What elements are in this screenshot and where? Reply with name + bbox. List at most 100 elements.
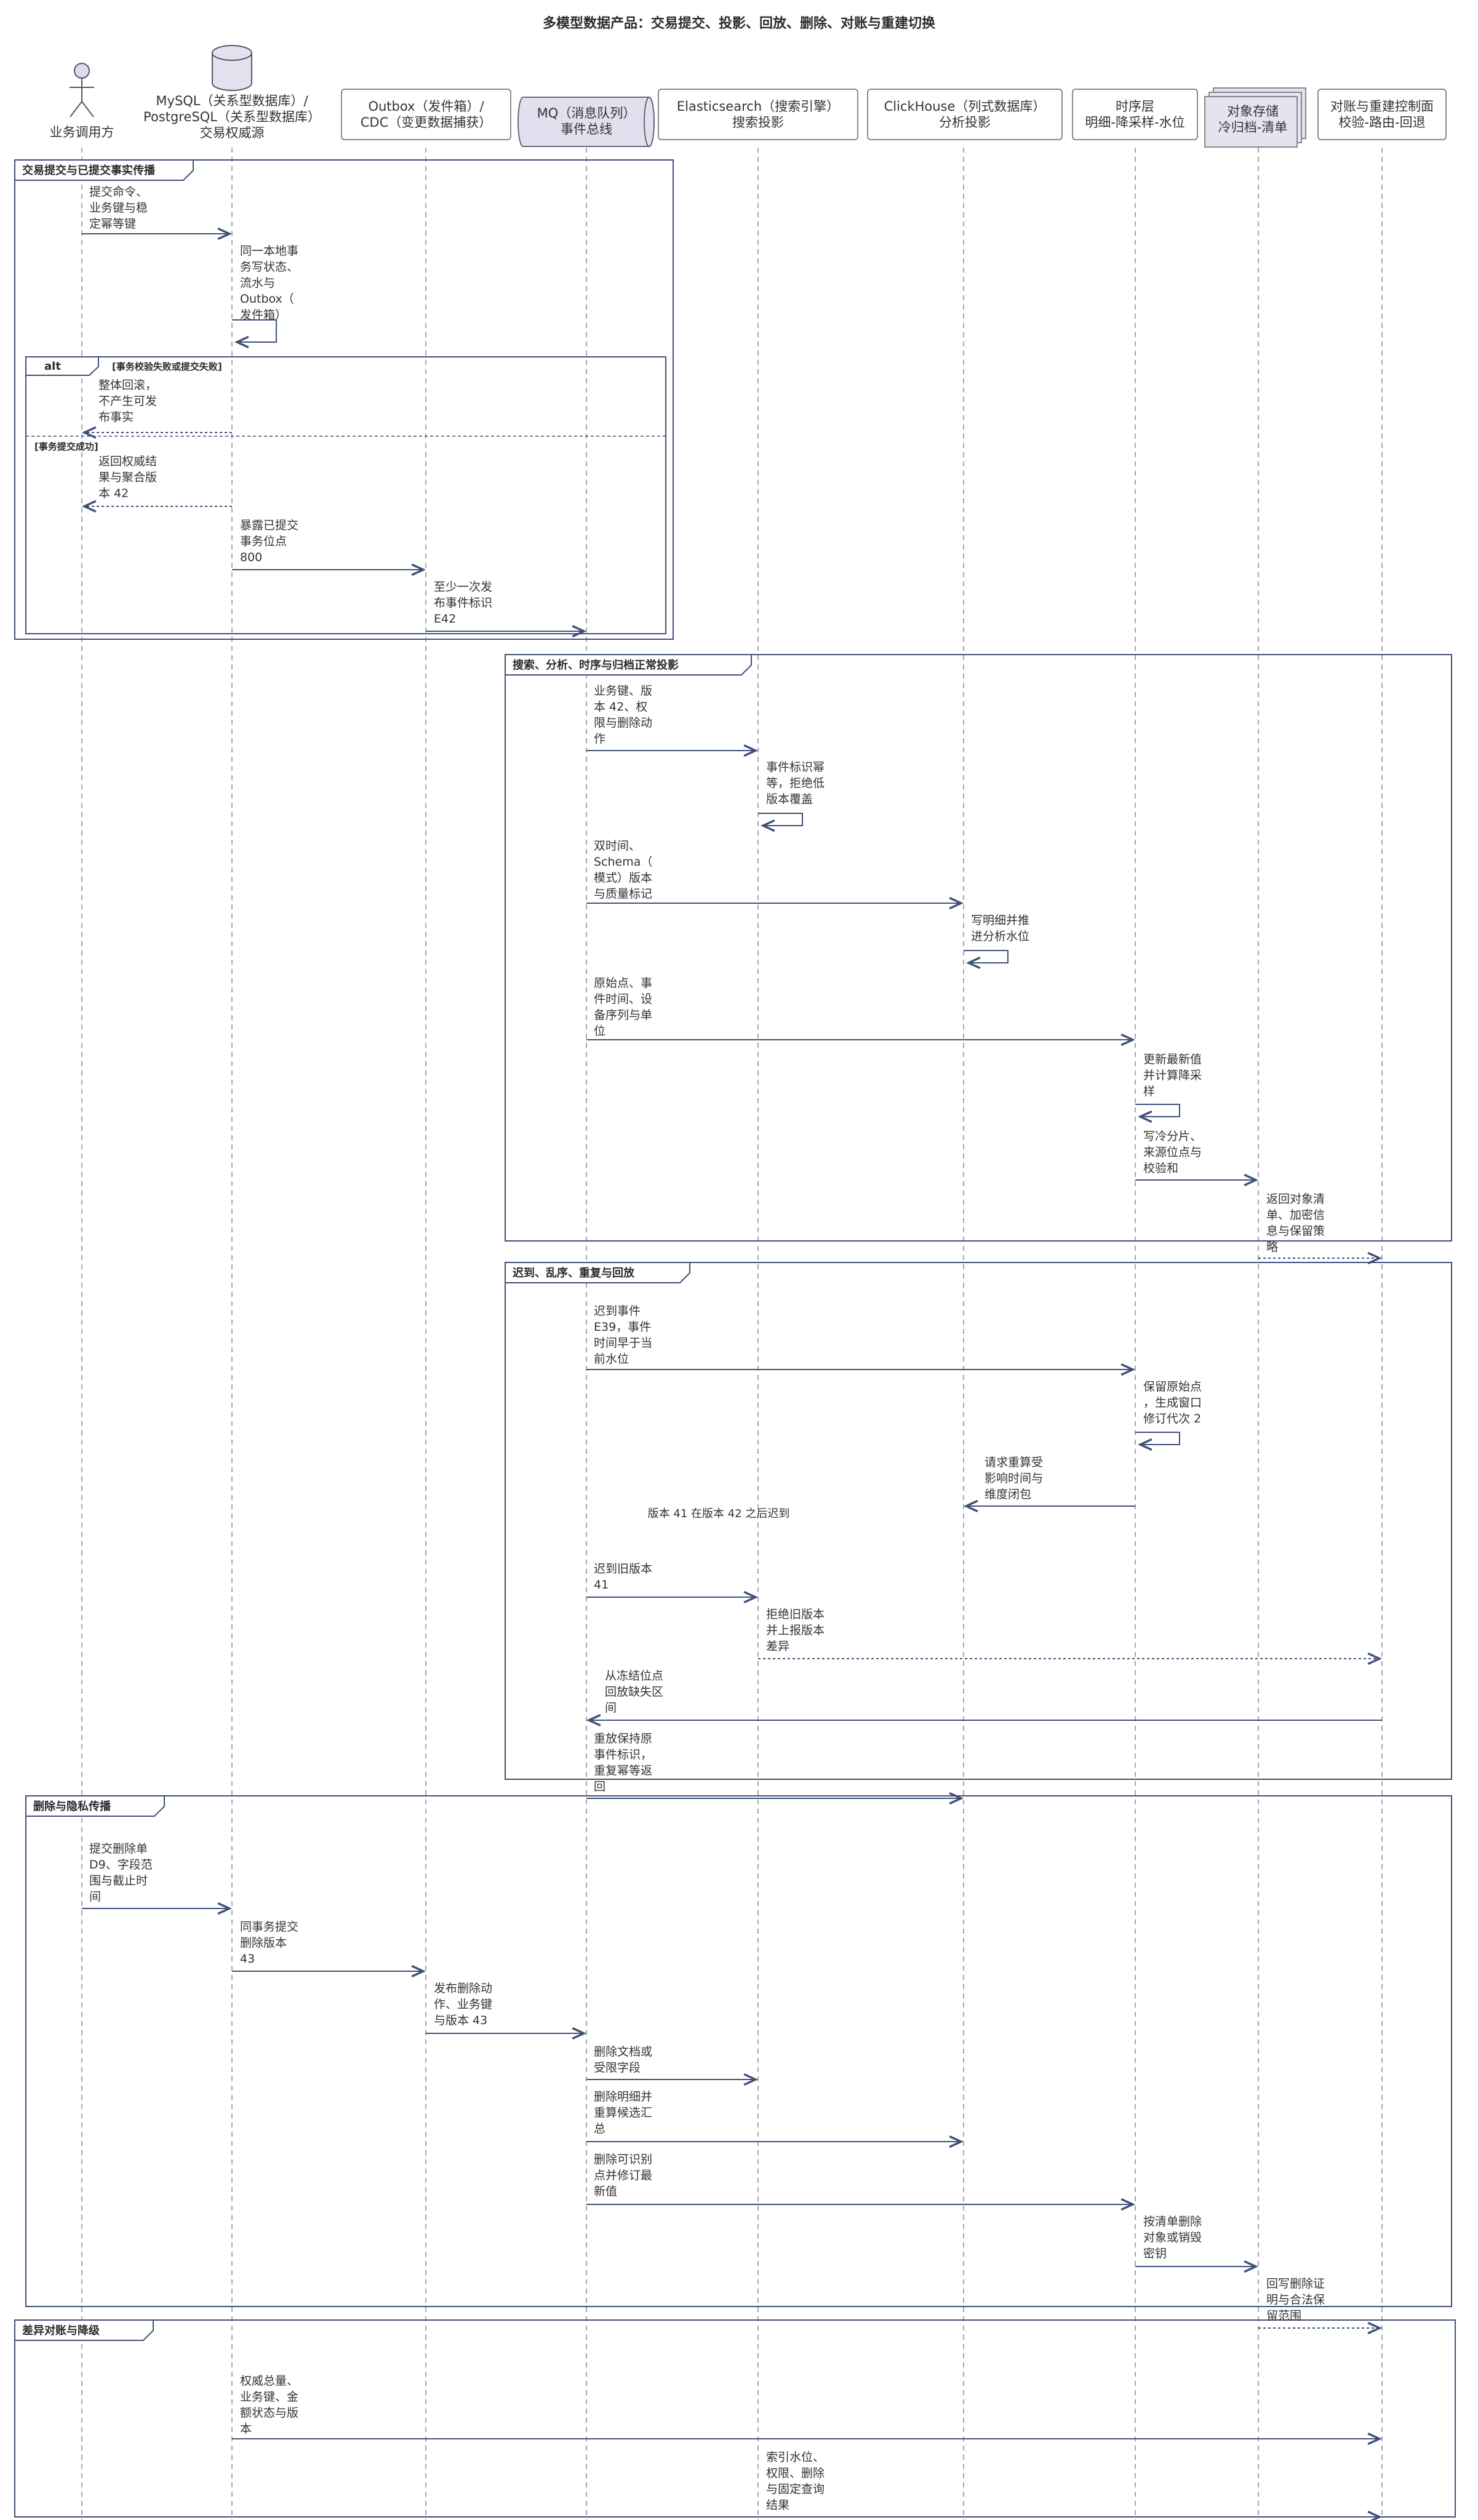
message-label-line: 并计算降采 xyxy=(1143,1069,1202,1082)
message-label-line: 拒绝旧版本 xyxy=(766,1608,825,1621)
message-label: 返回对象清单、加密信息与保留策略 xyxy=(1266,1192,1325,1254)
database-icon xyxy=(212,53,252,91)
participant-label-line: 搜索投影 xyxy=(732,115,784,130)
message-7: 业务键、版本 42、权限与删除动作 xyxy=(586,684,756,751)
message-label-line: 800 xyxy=(240,551,262,564)
message-label-line: 本 42 xyxy=(98,487,129,500)
participant-label: ClickHouse（列式数据库）分析投影 xyxy=(884,99,1046,130)
self-message-arrow xyxy=(1135,1104,1180,1117)
message-8: 事件标识幂等，拒绝低版本覆盖 xyxy=(758,760,825,826)
message-label-line: E42 xyxy=(434,612,456,626)
message-label: 按清单删除对象或销毁密钥 xyxy=(1143,2215,1202,2260)
message-11: 原始点、事件时间、设备序列与单位 xyxy=(586,976,1133,1040)
message-31: 索引水位、权限、删除与固定查询结果 xyxy=(758,2450,1380,2517)
message-20: 从冻结位点回放缺失区间 xyxy=(589,1669,1382,1720)
message-label-line: 提交命令、 xyxy=(89,185,148,199)
message-label-line: 至少一次发 xyxy=(434,580,492,594)
message-label-line: 作、业务键 xyxy=(434,1998,492,2011)
message-label: 双时间、Schema（模式）版本与质量标记 xyxy=(594,839,652,901)
participant-p3: MQ（消息队列）事件总线 xyxy=(517,97,655,147)
message-label-line: 迟到旧版本 xyxy=(594,1562,652,1576)
message-label-line: 双时间、 xyxy=(594,839,641,853)
participant-p8: 对账与重建控制面校验-路由-回退 xyxy=(1317,89,1447,140)
message-label-line: 布事件标识 xyxy=(434,596,492,610)
participant-label-line: Elasticsearch（搜索引擎） xyxy=(677,99,839,114)
message-label: 保留原始点，生成窗口修订代次 2 xyxy=(1143,1380,1202,1425)
message-label-line: 迟到事件 xyxy=(594,1304,641,1318)
message-label: 删除文档或受限字段 xyxy=(594,2045,652,2075)
participant-label-line: 校验-路由-回退 xyxy=(1338,115,1425,130)
message-label-line: 索引水位、 xyxy=(766,2450,825,2464)
message-label: 请求重算受影响时间与维度闭包 xyxy=(985,1456,1043,1501)
message-label-line: 围与截止时 xyxy=(89,1874,148,1888)
message-label-line: 原始点、事 xyxy=(594,976,652,990)
participant-label: 对账与重建控制面校验-路由-回退 xyxy=(1330,99,1434,130)
section-frame-4: 删除与隐私传播 xyxy=(25,1795,1452,2307)
message-label-line: 位 xyxy=(594,1024,605,1038)
participant-box xyxy=(867,89,1063,140)
message-25: 删除文档或受限字段 xyxy=(586,2045,756,2079)
message-label-line: 删除版本 xyxy=(240,1936,287,1950)
participant-label: 对象存储冷归档-清单 xyxy=(1218,104,1288,135)
participant-label: 时序层明细-降采样-水位 xyxy=(1085,99,1184,130)
message-label-line: 回写删除证 xyxy=(1266,2277,1325,2291)
message-14: 返回对象清单、加密信息与保留策略 xyxy=(1258,1192,1380,1258)
message-label-line: E39，事件 xyxy=(594,1320,651,1334)
message-label: 整体回滚，不产生可发布事实 xyxy=(98,378,157,424)
message-label-line: 事务位点 xyxy=(240,535,287,548)
section-frame-border xyxy=(14,2319,1456,2518)
message-label-line: 结果 xyxy=(766,2498,789,2512)
message-12: 更新最新值并计算降采样 xyxy=(1135,1053,1202,1117)
participant-label: MQ（消息队列）事件总线 xyxy=(537,106,636,137)
message-label: 原始点、事件时间、设备序列与单位 xyxy=(594,976,652,1038)
participant-box xyxy=(341,89,511,140)
message-label-line: 重放保持原 xyxy=(594,1732,652,1745)
participant-label-line: MQ（消息队列） xyxy=(537,106,636,121)
message-label-line: 受限字段 xyxy=(594,2061,641,2075)
participant-label-line: MySQL（关系型数据库）/ xyxy=(156,94,308,108)
participant-label-line: 冷归档-清单 xyxy=(1218,120,1288,135)
message-label-line: 与固定查询 xyxy=(766,2482,825,2496)
message-label-line: 总 xyxy=(594,2122,605,2135)
section-label: 差异对账与降级 xyxy=(22,2324,100,2337)
message-label: 业务键、版本 42、权限与删除动作 xyxy=(594,684,652,746)
message-28: 按清单删除对象或销毁密钥 xyxy=(1135,2215,1256,2267)
participant-label-line: 时序层 xyxy=(1116,99,1154,114)
section-tab xyxy=(14,159,194,181)
participant-p4: Elasticsearch（搜索引擎）搜索投影 xyxy=(658,89,858,140)
message-label-line: 密钥 xyxy=(1143,2247,1167,2260)
message-label-line: 间 xyxy=(605,1701,617,1715)
message-label-line: 发件箱） xyxy=(240,308,287,322)
participant-header-group: 业务调用方MySQL（关系型数据库）/PostgreSQL（关系型数据库）交易权… xyxy=(50,45,1447,148)
message-label-line: 发布删除动 xyxy=(434,1982,492,1995)
alt-guard-failure: [事务校验失败或提交失败] xyxy=(112,361,222,372)
message-label: 写冷分片、来源位点与校验和 xyxy=(1143,1130,1202,1175)
participant-label-line: 对象存储 xyxy=(1227,104,1279,119)
message-label-line: 更新最新值 xyxy=(1143,1053,1202,1066)
actor-leg-icon xyxy=(70,101,82,118)
message-label-line: 权限、删除 xyxy=(766,2466,825,2480)
section-frame-1: 交易提交与已提交事实传播 xyxy=(14,159,674,640)
message-label-line: 进分析水位 xyxy=(971,930,1029,943)
message-label-line: 回 xyxy=(594,1780,605,1793)
message-1: 提交命令、业务键与稳定幂等键 xyxy=(82,185,230,234)
message-label: 事件标识幂等，拒绝低版本覆盖 xyxy=(766,760,825,806)
section-frame-5: 差异对账与降级 xyxy=(14,2319,1456,2518)
message-26: 删除明细并重算候选汇总 xyxy=(586,2090,961,2142)
message-30: 权威总量、业务键、金额状态与版本 xyxy=(232,2374,1380,2439)
section-frame-border xyxy=(505,1262,1452,1780)
message-label-line: 与版本 43 xyxy=(434,2014,487,2027)
message-label-line: 修订代次 2 xyxy=(1143,1412,1201,1425)
message-label-line: 息与保留策 xyxy=(1266,1224,1325,1238)
section-label: 交易提交与已提交事实传播 xyxy=(22,164,156,177)
message-label: 返回权威结果与聚合版本 42 xyxy=(98,455,157,500)
participant-label-line: Outbox（发件箱）/ xyxy=(368,99,484,114)
message-label-line: 点并修订最 xyxy=(594,2169,652,2182)
storage-box xyxy=(1204,96,1298,148)
message-label-line: 模式）版本 xyxy=(594,871,652,885)
message-label-line: 暴露已提交 xyxy=(240,519,298,532)
